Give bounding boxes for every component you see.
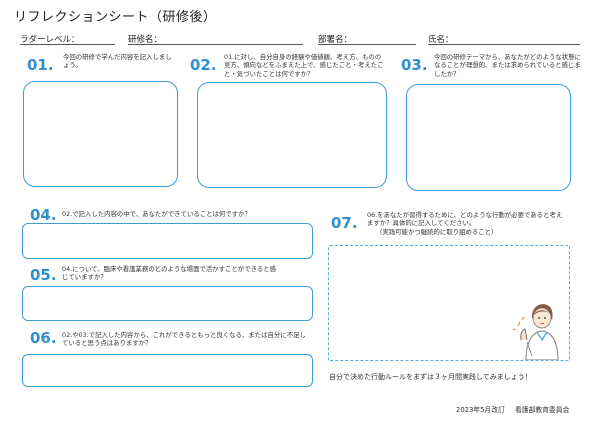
section-04-question: 02.で記入した内容の中で、あなたができていることは何ですか？ [62,210,251,218]
section-07-number: 07. [331,214,358,232]
section-07-answer-box[interactable] [328,245,570,361]
ladder-level-label: ラダーレベル： [20,35,80,45]
name-label: 氏名： [428,35,454,45]
page-title: リフレクションシート（研修後） [14,10,217,25]
section-01-answer-box[interactable] [23,81,178,187]
section-02-number: 02. [190,56,217,74]
section-03-answer-box[interactable] [406,84,571,191]
section-06-number: 06. [30,329,57,347]
committee-name: 看護部教育委員会 [515,406,570,414]
section-02-answer-box[interactable] [197,82,387,188]
revision-date: 2023年5月改訂 [456,406,505,414]
section-01-number: 01. [27,56,54,74]
action-rule-text: 自分で決めた行動ルールをまずは３ヶ月間実践してみましょう！ [329,373,532,381]
section-05-number: 05. [30,266,57,284]
ladder-level-line [20,44,115,45]
section-04-answer-box[interactable] [22,223,313,259]
department-line [318,44,416,45]
section-03-number: 03. [401,56,428,74]
training-name-label: 研修名： [128,35,163,45]
name-line [428,44,580,45]
section-02-question: 01.に対し、自分自身の経験や価値観、考え方、ものの見方、傾向などをふまえた上で… [224,53,384,78]
section-05-answer-box[interactable] [22,286,313,321]
nurse-illustration [512,304,559,360]
training-name-line [128,44,303,45]
section-03-question: 今回の研修テーマから、あなたがどのような状態になることが理想的、または求められて… [434,53,581,78]
section-05-question: 04.について、臨床や看護業務のどのような場面で活かすことができると感じています… [62,265,277,282]
section-06-question: 02.や03.で記入した内容から、これができるともっと良くなる、または自分に不足… [62,331,306,348]
section-01-question: 今回の研修で学んだ内容を記入しましょう。 [63,53,172,70]
section-04-number: 04. [30,206,57,224]
section-07-question: 06.をあなたが習得するために、どのような行動が必要であると考えますか？具体的に… [367,211,563,228]
section-07-note: （実践可能かつ継続的に取り組めること） [376,228,498,236]
department-label: 部署名： [318,35,353,45]
section-06-answer-box[interactable] [22,354,313,387]
